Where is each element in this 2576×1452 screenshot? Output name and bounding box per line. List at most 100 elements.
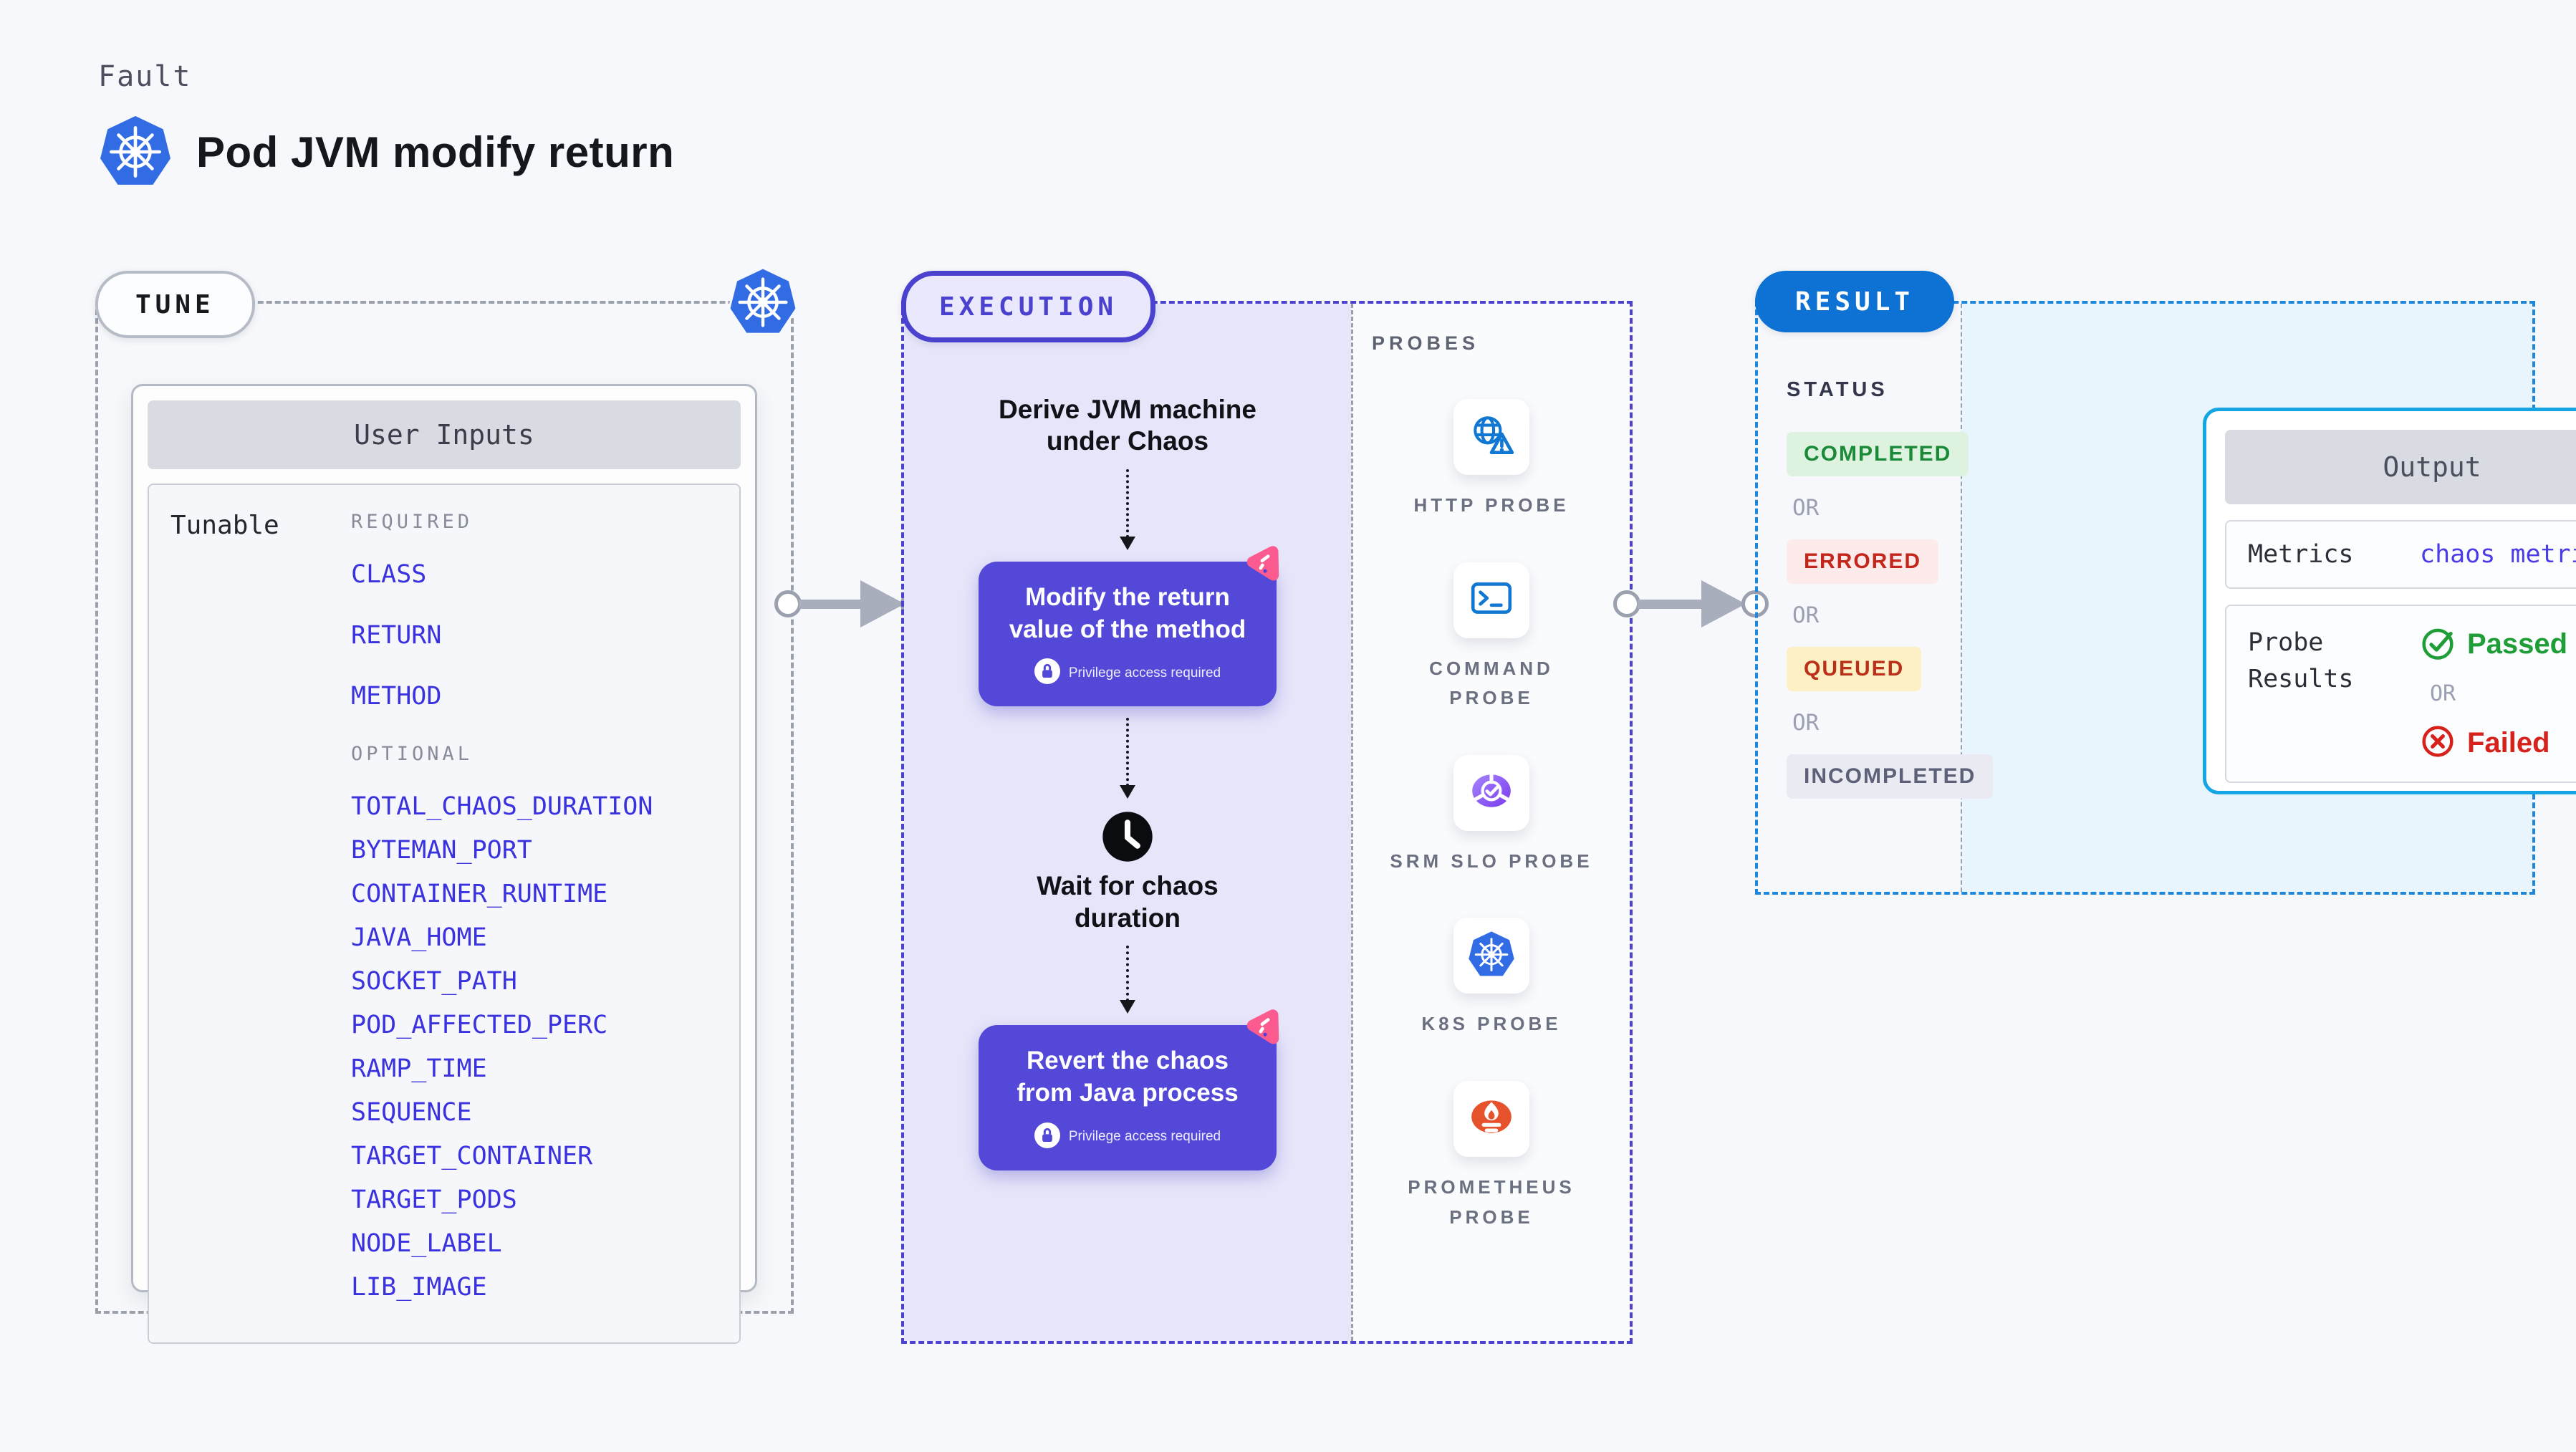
probe-results-row: Probe Results Passed OR: [2225, 605, 2576, 783]
connector-node: [1613, 590, 1640, 617]
flow-arrow-down-icon: [1120, 468, 1135, 550]
result-output-panel: Output Metrics chaos metrics Probe Resul…: [1961, 304, 2576, 892]
probe-entry: HTTP PROBE: [1384, 399, 1599, 521]
execution-section: PROBES: [901, 271, 1633, 1344]
or-label: OR: [1792, 602, 1820, 628]
probes-panel: PROBES: [1351, 304, 1630, 1341]
probes-title: PROBES: [1372, 332, 1480, 354]
passed-line: Passed: [2420, 625, 2567, 664]
or-label: OR: [2430, 681, 2456, 706]
tunable-item: POD_AFFECTED_PERC: [351, 1011, 608, 1039]
probe-entry: SRM SLO PROBE: [1384, 754, 1599, 877]
result-section: Output Metrics chaos metrics Probe Resul…: [1755, 271, 2576, 895]
tunable-item: CONTAINER_RUNTIME: [351, 880, 608, 908]
check-circle-icon: [2420, 625, 2456, 664]
flow-arrow-down-icon: [1120, 718, 1135, 799]
execution-pill: EXECUTION: [901, 271, 1156, 342]
probe-entry: PROMETHEUS PROBE: [1384, 1080, 1599, 1232]
probe-label: PROMETHEUS PROBE: [1408, 1175, 1575, 1228]
or-label: OR: [1792, 710, 1820, 736]
execution-flow: Derive JVM machine under Chaos Modify th: [904, 304, 1351, 1170]
connector-line: [799, 599, 863, 609]
output-header: Output: [2225, 430, 2576, 504]
tunable-item: RAMP_TIME: [351, 1054, 487, 1083]
connector-line: [1638, 599, 1704, 609]
probe-entry: K8S PROBE: [1384, 918, 1599, 1039]
prometheus-probe-icon: [1468, 1093, 1515, 1144]
tunable-item: BYTEMAN_PORT: [351, 836, 532, 865]
step-revert-chaos-card: Revert the chaos from Java process Privi…: [979, 1009, 1279, 1170]
output-card: Output Metrics chaos metrics Probe Resul…: [2203, 408, 2576, 794]
tunable-item: CLASS: [351, 560, 427, 589]
tunable-item: JAVA_HOME: [351, 923, 487, 952]
command-probe-icon: [1468, 574, 1515, 625]
flow-arrow-down-icon: [1120, 946, 1135, 1014]
status-column: STATUS COMPLETED OR ERRORED OR QUEUED OR…: [1758, 304, 1994, 892]
tunable-item: SEQUENCE: [351, 1098, 472, 1127]
privilege-chip: Privilege access required: [996, 658, 1259, 688]
lock-icon: [1034, 658, 1060, 688]
tunable-item: LIB_IMAGE: [351, 1273, 487, 1302]
kubernetes-corner-icon: [728, 265, 798, 338]
status-badge-incompleted: INCOMPLETED: [1787, 754, 1994, 799]
probe-label: COMMAND PROBE: [1429, 657, 1554, 709]
http-probe-card: [1453, 399, 1529, 475]
litmus-chaos-icon: [1241, 1006, 1288, 1054]
metrics-label: Metrics: [2248, 540, 2354, 569]
privilege-chip-label: Privilege access required: [1068, 1129, 1221, 1145]
passed-label: Passed: [2467, 628, 2568, 660]
step-modify-return-card: Modify the return value of the method Pr…: [979, 546, 1279, 707]
srm-slo-probe-card: [1453, 754, 1529, 831]
privilege-chip: Privilege access required: [996, 1122, 1259, 1152]
privilege-chip-label: Privilege access required: [1068, 665, 1221, 681]
clock-icon: [1101, 810, 1154, 863]
or-label: OR: [1792, 495, 1820, 521]
x-circle-icon: [2420, 723, 2456, 763]
k8s-probe-card: [1453, 918, 1529, 994]
probe-label: HTTP PROBE: [1413, 494, 1570, 516]
probe-label: SRM SLO PROBE: [1390, 850, 1593, 872]
litmus-chaos-icon: [1241, 543, 1288, 590]
probe-results-values: Passed OR Failed: [2420, 625, 2567, 763]
k8s-probe-icon: [1468, 931, 1515, 981]
tunable-item: NODE_LABEL: [351, 1229, 502, 1258]
probe-entry: COMMAND PROBE: [1384, 562, 1599, 713]
tunable-item: TARGET_PODS: [351, 1186, 517, 1214]
tunable-item: TOTAL_CHAOS_DURATION: [351, 792, 653, 821]
tune-pill: TUNE: [95, 271, 255, 338]
step-title: Modify the return value of the method: [1009, 582, 1246, 643]
tunable-item: METHOD: [351, 682, 442, 711]
optional-group-label: OPTIONAL: [351, 743, 474, 765]
result-pill: RESULT: [1755, 271, 1955, 332]
step-wait-duration: Wait for chaos duration: [1037, 871, 1219, 933]
metrics-value: chaos metrics: [2420, 540, 2576, 569]
status-badge-completed: COMPLETED: [1787, 432, 1969, 476]
fault-kicker: Fault: [98, 60, 192, 93]
tunable-label: Tunable: [170, 511, 279, 540]
user-inputs-card: User Inputs Tunable REQUIRED CLASS RETUR…: [131, 384, 757, 1344]
user-inputs-header: User Inputs: [148, 400, 741, 469]
tunable-item: RETURN: [351, 621, 442, 650]
step-derive-jvm: Derive JVM machine under Chaos: [999, 395, 1256, 456]
required-group-label: REQUIRED: [351, 511, 474, 533]
status-title: STATUS: [1787, 378, 1888, 401]
metrics-row: Metrics chaos metrics: [2225, 520, 2576, 589]
http-probe-icon: [1468, 412, 1515, 463]
status-badge-queued: QUEUED: [1787, 647, 1922, 691]
step-title: Revert the chaos from Java process: [1017, 1047, 1239, 1107]
arrow-head-icon: [1701, 580, 1746, 628]
connector-node: [774, 590, 802, 617]
kubernetes-icon: [99, 113, 172, 189]
page-title: Pod JVM modify return: [196, 128, 675, 176]
failed-label: Failed: [2467, 727, 2550, 759]
arrow-head-icon: [860, 580, 905, 628]
prometheus-probe-card: [1453, 1080, 1529, 1157]
probe-results-label: Probe Results: [2248, 628, 2354, 693]
status-badge-errored: ERRORED: [1787, 539, 1939, 584]
command-probe-card: [1453, 562, 1529, 638]
user-inputs-list: Tunable REQUIRED CLASS RETURN METHOD OPT…: [148, 484, 741, 1344]
execution-to-result-arrow: [1613, 580, 1769, 628]
tunable-items-column: REQUIRED CLASS RETURN METHOD OPTIONAL TO…: [351, 511, 653, 1317]
tunable-item: SOCKET_PATH: [351, 967, 517, 996]
